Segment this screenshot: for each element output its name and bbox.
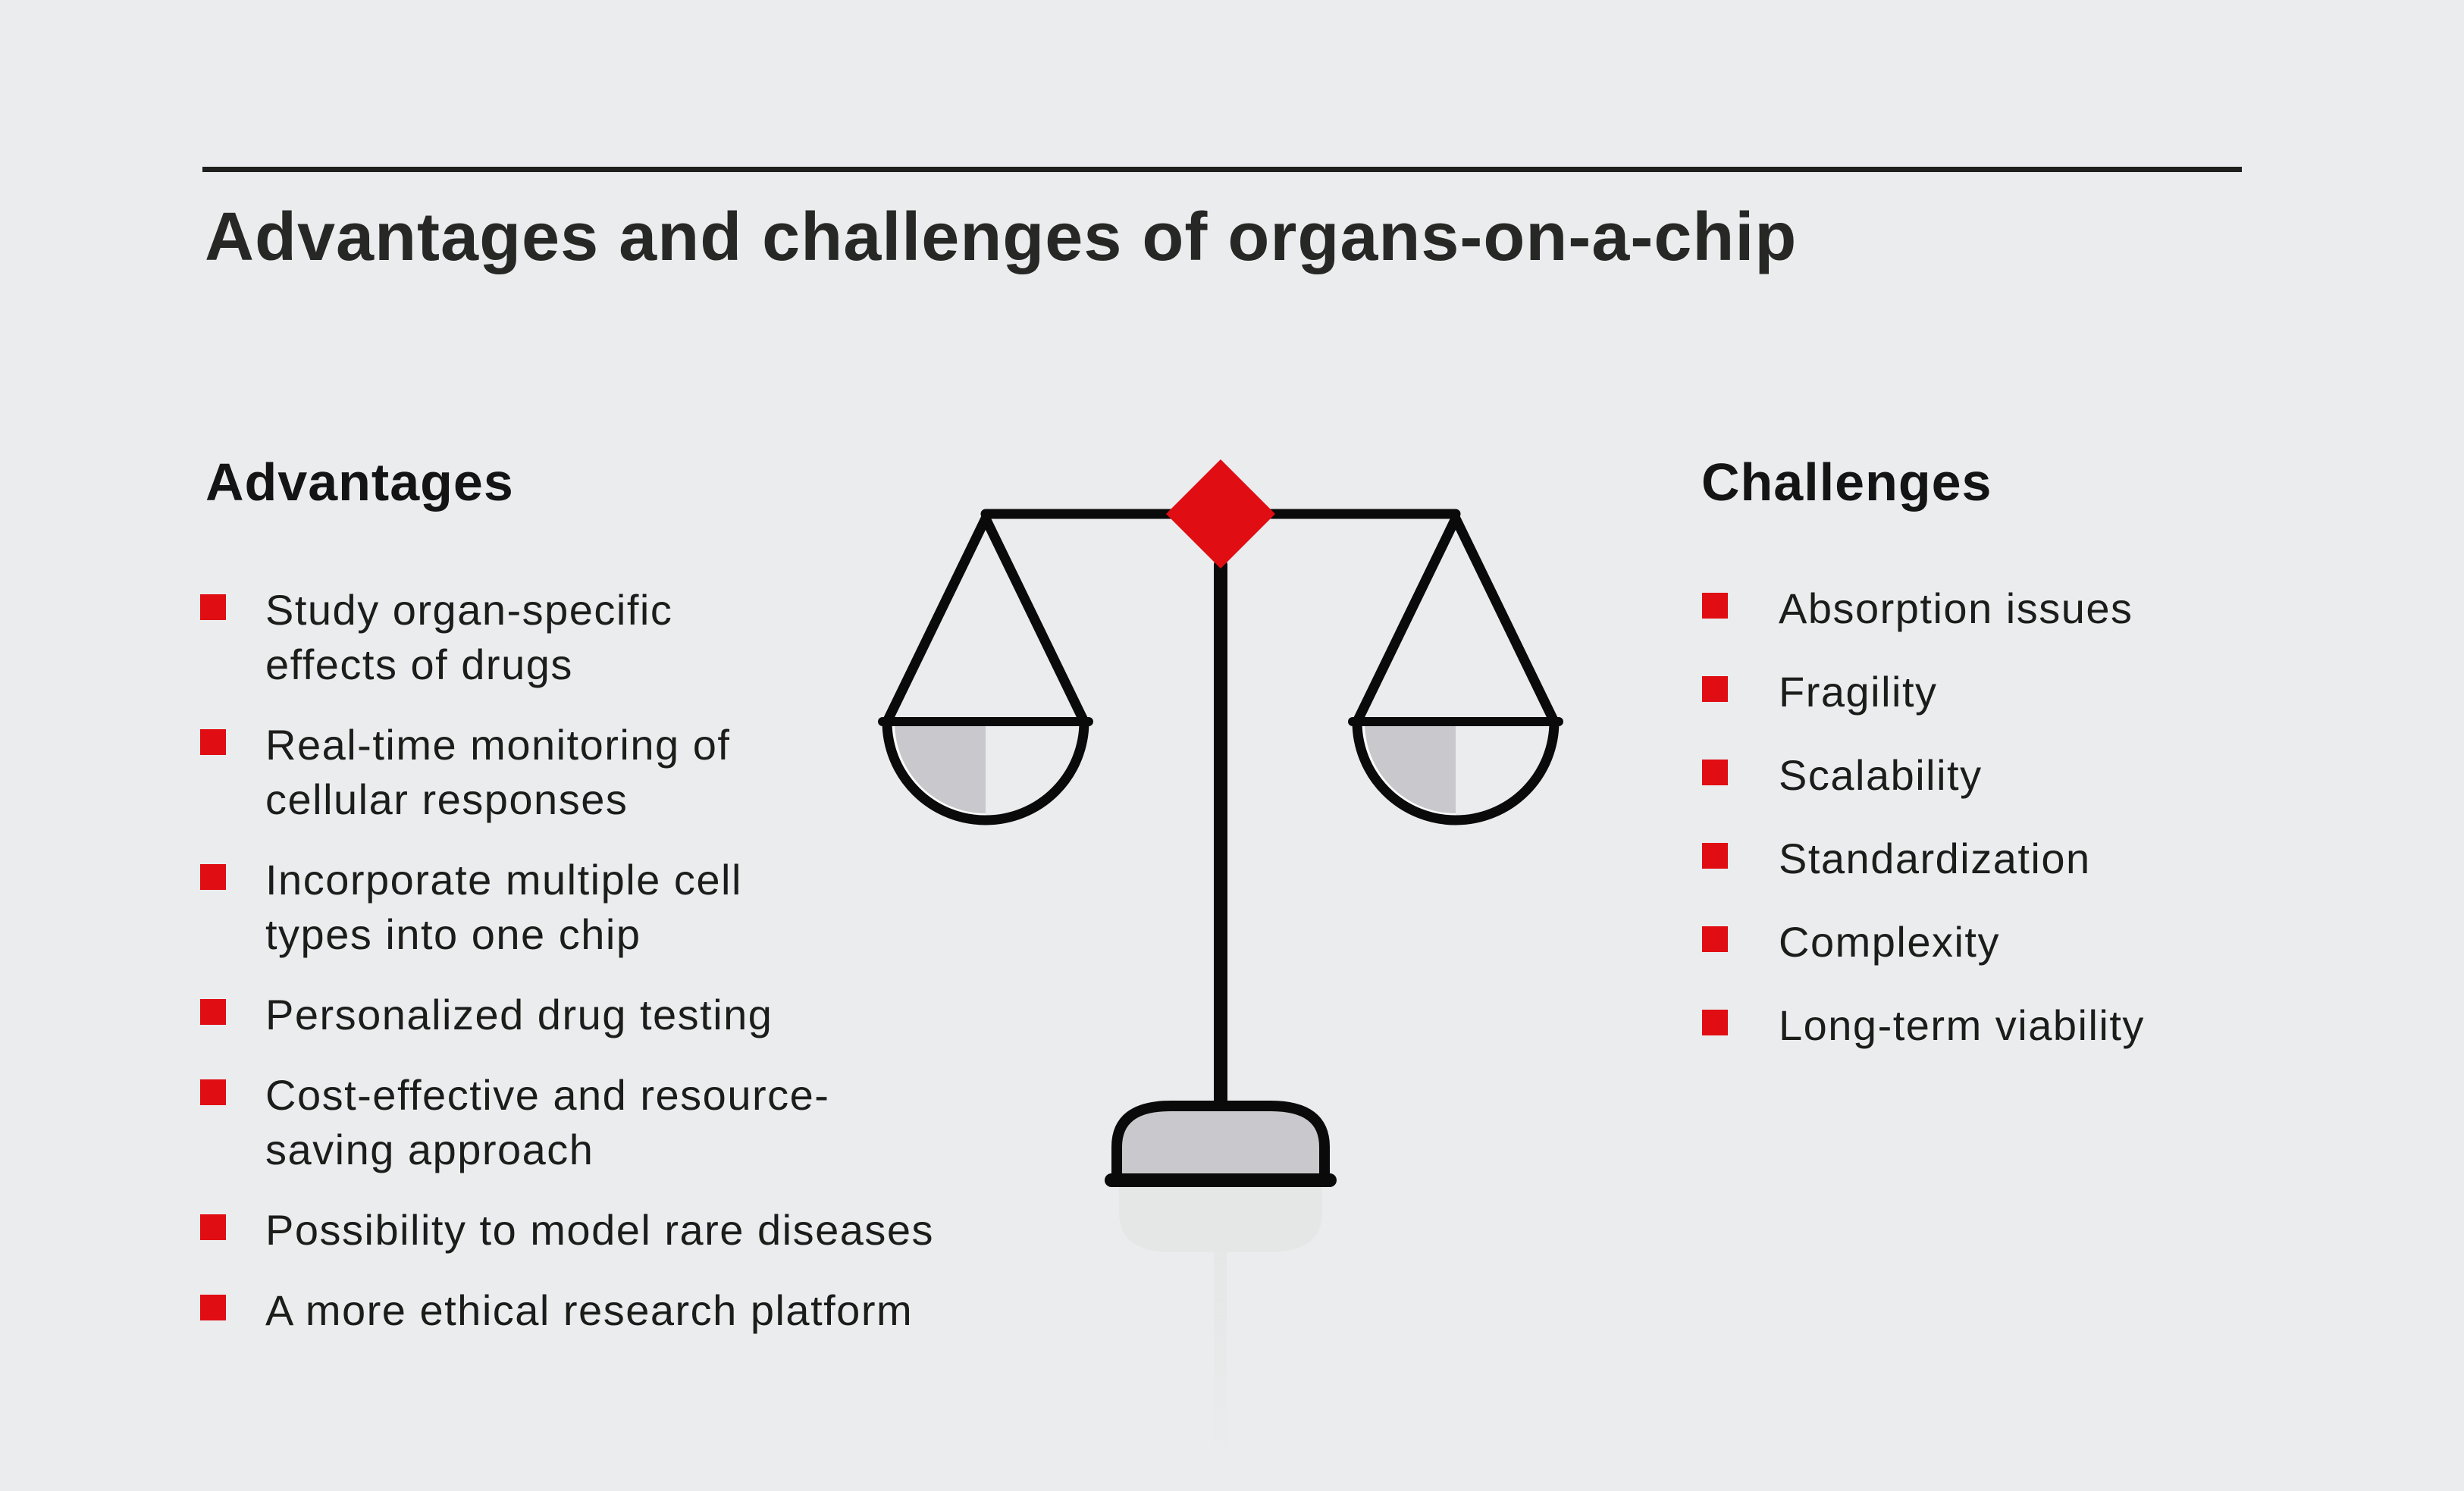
- list-item: Fragility: [1702, 665, 2430, 719]
- list-item: Real-time monitoring of cellular respons…: [200, 718, 1155, 827]
- list-item: Cost-effective and resource- saving appr…: [200, 1068, 1155, 1177]
- advantage-text: Personalized drug testing: [265, 991, 773, 1038]
- challenge-text: Long-term viability: [1779, 1001, 2145, 1049]
- challenge-text: Standardization: [1779, 835, 2091, 882]
- red-square-bullet-icon: [1702, 926, 1728, 952]
- list-item: Absorption issues: [1702, 581, 2430, 636]
- advantages-heading: Advantages: [205, 453, 514, 512]
- advantage-text: Possibility to model rare diseases: [265, 1206, 935, 1254]
- list-item: A more ethical research platform: [200, 1283, 1155, 1338]
- list-item: Study organ-specific effects of drugs: [200, 583, 1155, 692]
- list-item: Incorporate multiple cell types into one…: [200, 853, 1155, 962]
- red-square-bullet-icon: [200, 1079, 226, 1105]
- red-square-bullet-icon: [200, 1214, 226, 1240]
- advantage-text: Cost-effective and resource- saving appr…: [265, 1071, 830, 1173]
- page-title: Advantages and challenges of organs-on-a…: [205, 199, 1798, 275]
- challenge-text: Scalability: [1779, 751, 1983, 799]
- challenge-text: Complexity: [1779, 918, 2000, 966]
- list-item: Scalability: [1702, 748, 2430, 803]
- advantage-text: Study organ-specific effects of drugs: [265, 586, 673, 688]
- red-square-bullet-icon: [200, 594, 226, 620]
- challenges-heading: Challenges: [1701, 453, 1992, 512]
- right-bowl: [1352, 716, 1560, 825]
- red-square-bullet-icon: [1702, 593, 1728, 619]
- list-item: Complexity: [1702, 915, 2430, 969]
- list-item: Long-term viability: [1702, 998, 2430, 1053]
- red-square-bullet-icon: [200, 729, 226, 755]
- red-square-bullet-icon: [1702, 843, 1728, 869]
- red-square-bullet-icon: [200, 999, 226, 1025]
- advantages-list: Study organ-specific effects of drugs Re…: [200, 583, 1155, 1364]
- red-square-bullet-icon: [200, 864, 226, 890]
- pivot-diamond: [1166, 459, 1275, 569]
- title-rule-divider: [202, 167, 2242, 172]
- red-square-bullet-icon: [1702, 760, 1728, 785]
- advantage-text: A more ethical research platform: [265, 1286, 914, 1334]
- advantage-text: Incorporate multiple cell types into one…: [265, 856, 742, 958]
- challenges-list: Absorption issues Fragility Scalability …: [1702, 581, 2430, 1082]
- red-square-bullet-icon: [1702, 676, 1728, 702]
- advantage-text: Real-time monitoring of cellular respons…: [265, 721, 731, 823]
- challenge-text: Absorption issues: [1779, 584, 2133, 632]
- red-square-bullet-icon: [1702, 1010, 1728, 1035]
- challenge-text: Fragility: [1779, 668, 1938, 716]
- list-item: Personalized drug testing: [200, 988, 1155, 1042]
- right-hanger: [1352, 513, 1560, 727]
- red-square-bullet-icon: [200, 1295, 226, 1320]
- list-item: Standardization: [1702, 832, 2430, 886]
- list-item: Possibility to model rare diseases: [200, 1203, 1155, 1258]
